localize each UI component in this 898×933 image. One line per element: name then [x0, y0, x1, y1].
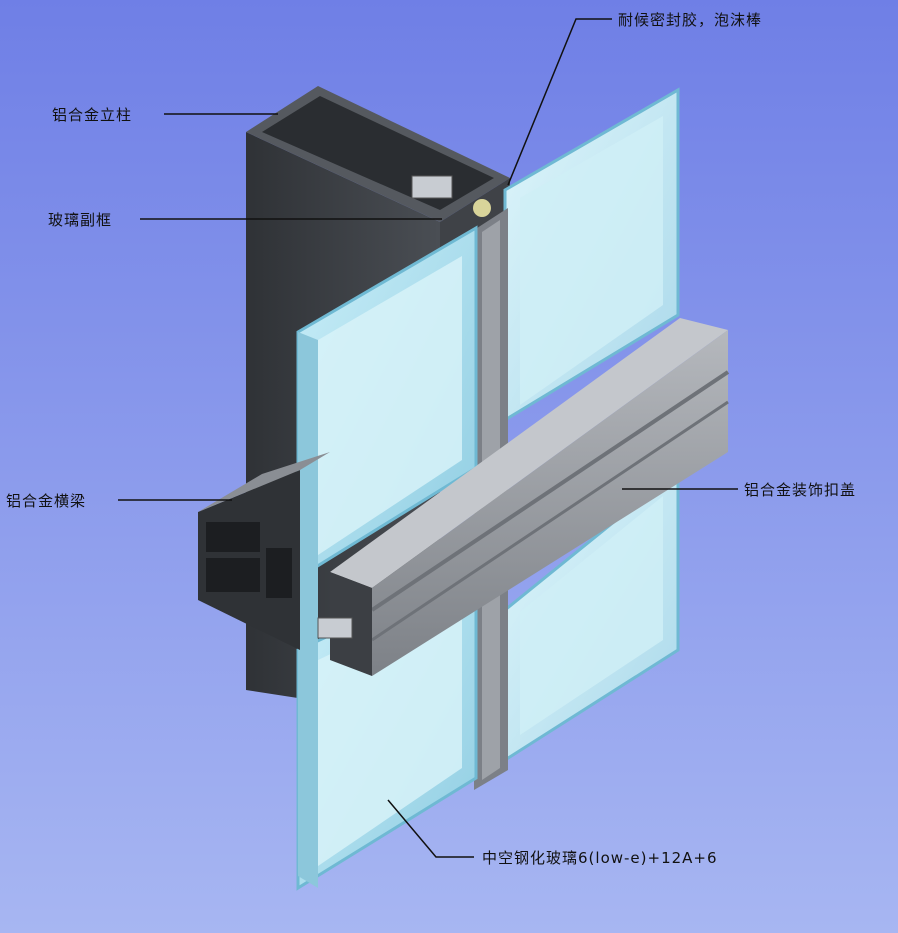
transom [198, 452, 330, 650]
leader-sealant [507, 18, 612, 186]
cover-cap [330, 318, 730, 676]
clip-hardware [317, 175, 491, 639]
label-transom: 铝合金横梁 [6, 492, 87, 510]
label-glass-spec: 中空钢化玻璃6(low-e)+12A+6 [482, 849, 718, 867]
label-sealant: 耐候密封胶，泡沫棒 [618, 11, 763, 29]
leader-glass-spec [387, 799, 474, 858]
label-mullion: 铝合金立柱 [52, 106, 133, 124]
label-glass-support: 玻璃副框 [48, 211, 113, 229]
leader-lines [118, 18, 738, 858]
label-cover-cap: 铝合金装饰扣盖 [744, 481, 857, 499]
